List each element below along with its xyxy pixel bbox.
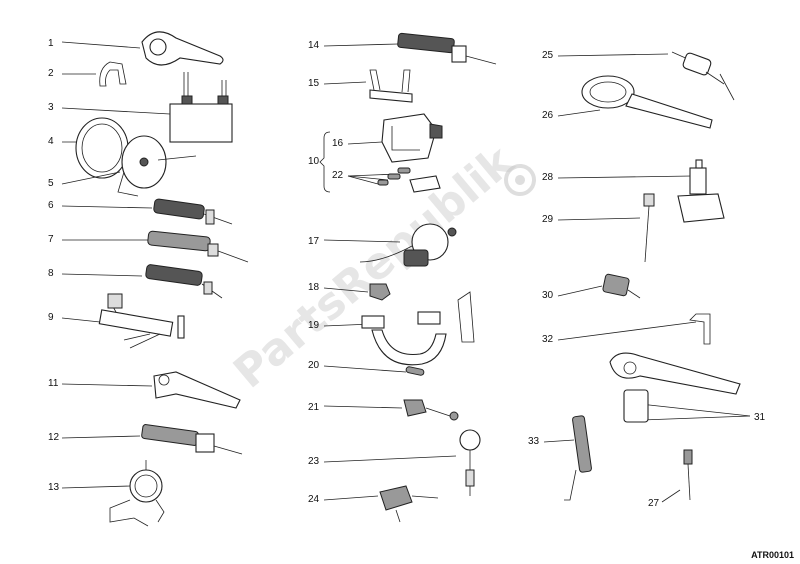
label-26: 26 [542,110,554,121]
tool-18-nut [369,283,391,301]
tool-29-pin-rod [643,193,655,263]
leader-32 [557,321,697,341]
label-28: 28 [542,172,554,183]
leader-30 [557,285,603,297]
label-31: 31 [754,412,766,423]
label-3: 3 [48,102,54,113]
leader-22b [347,175,389,181]
tool-27-pin [683,449,693,501]
label-14: 14 [308,40,320,51]
tool-19-c-clamp [361,291,475,366]
label-4: 4 [48,136,54,147]
tool-33-locking-tool [564,415,592,501]
leader-27 [661,489,681,503]
tool-7-drift [147,230,249,263]
tool-2-bracket [99,61,127,87]
label-5: 5 [48,178,54,189]
tool-16-housing [381,113,443,163]
bracket-10 [319,131,331,193]
tool-21-extractor [403,399,459,421]
leader-33 [543,439,575,443]
leader-18 [323,287,369,293]
tool-11-socket-lever [153,371,241,409]
label-16: 16 [332,138,344,149]
label-15: 15 [308,78,320,89]
leader-15 [323,81,367,85]
leader-23 [323,455,457,463]
label-30: 30 [542,290,554,301]
tool-15-fork [369,69,413,103]
tool-5-degree-wheel-pointer [117,135,197,197]
leader-17 [323,239,401,243]
tool-4-degree-wheel [75,117,129,179]
label-19: 19 [308,320,320,331]
tool-1-pin-wrench [141,31,224,66]
label-27: 27 [648,498,660,509]
tool-12-installer [141,424,243,455]
leader-26 [557,109,601,117]
label-12: 12 [48,432,60,443]
leader-31b [641,415,751,421]
tool-8-drift [145,264,223,299]
label-7: 7 [48,234,54,245]
leader-28 [557,175,693,179]
tool-3-holder-plate [169,72,233,143]
label-24: 24 [308,494,320,505]
leader-9 [61,317,101,323]
tool-13-dial-gauge [109,460,165,527]
tool-14-alignment-rod [397,32,497,65]
tool-23-bore-gauge [459,429,481,496]
gear-icon [504,164,536,196]
leader-12 [61,435,141,439]
leader-13 [61,485,131,489]
label-6: 6 [48,200,54,211]
label-11: 11 [48,378,59,389]
label-2: 2 [48,68,54,79]
tool-9-puller [98,293,185,349]
tool-17-flywheel-holder [359,223,457,267]
leader-5 [61,171,121,185]
leader-20 [323,365,407,373]
label-13: 13 [48,482,60,493]
tool-26-ring-nut-wrench [581,75,713,129]
leader-14 [323,43,399,47]
label-8: 8 [48,268,54,279]
leader-24 [323,495,379,501]
label-32: 32 [542,334,554,345]
tool-30-threaded-insert [602,273,641,299]
leader-8 [61,273,143,277]
tool-20-pin [405,366,425,376]
tool-32-hook [689,313,711,345]
leader-1 [61,41,141,49]
leader-11 [61,383,153,387]
label-18: 18 [308,282,320,293]
label-1: 1 [48,38,54,49]
leader-29 [557,217,641,221]
label-17: 17 [308,236,320,247]
leader-6 [61,205,153,209]
leader-31a [639,403,751,417]
tool-22-pins-set [377,167,441,193]
leader-16 [347,141,383,145]
label-33: 33 [528,436,540,447]
drawing-code: ATR00101 [751,550,794,560]
tool-28-tensioner-fixture [677,159,725,223]
leader-25 [557,53,669,57]
tool-25-t-handle-puller [671,51,735,101]
leader-22a [347,175,379,185]
label-29: 29 [542,214,554,225]
label-20: 20 [308,360,320,371]
label-10: 10 [308,156,320,167]
tool-6-drift [153,198,233,225]
label-25: 25 [542,50,554,61]
leader-3 [61,107,171,115]
label-22: 22 [332,170,344,181]
label-23: 23 [308,456,320,467]
label-9: 9 [48,312,54,323]
label-21: 21 [308,402,320,413]
leader-21 [323,405,403,409]
tool-24-gauge-holder [379,485,439,523]
tool-31-socket-wrench [609,352,741,423]
